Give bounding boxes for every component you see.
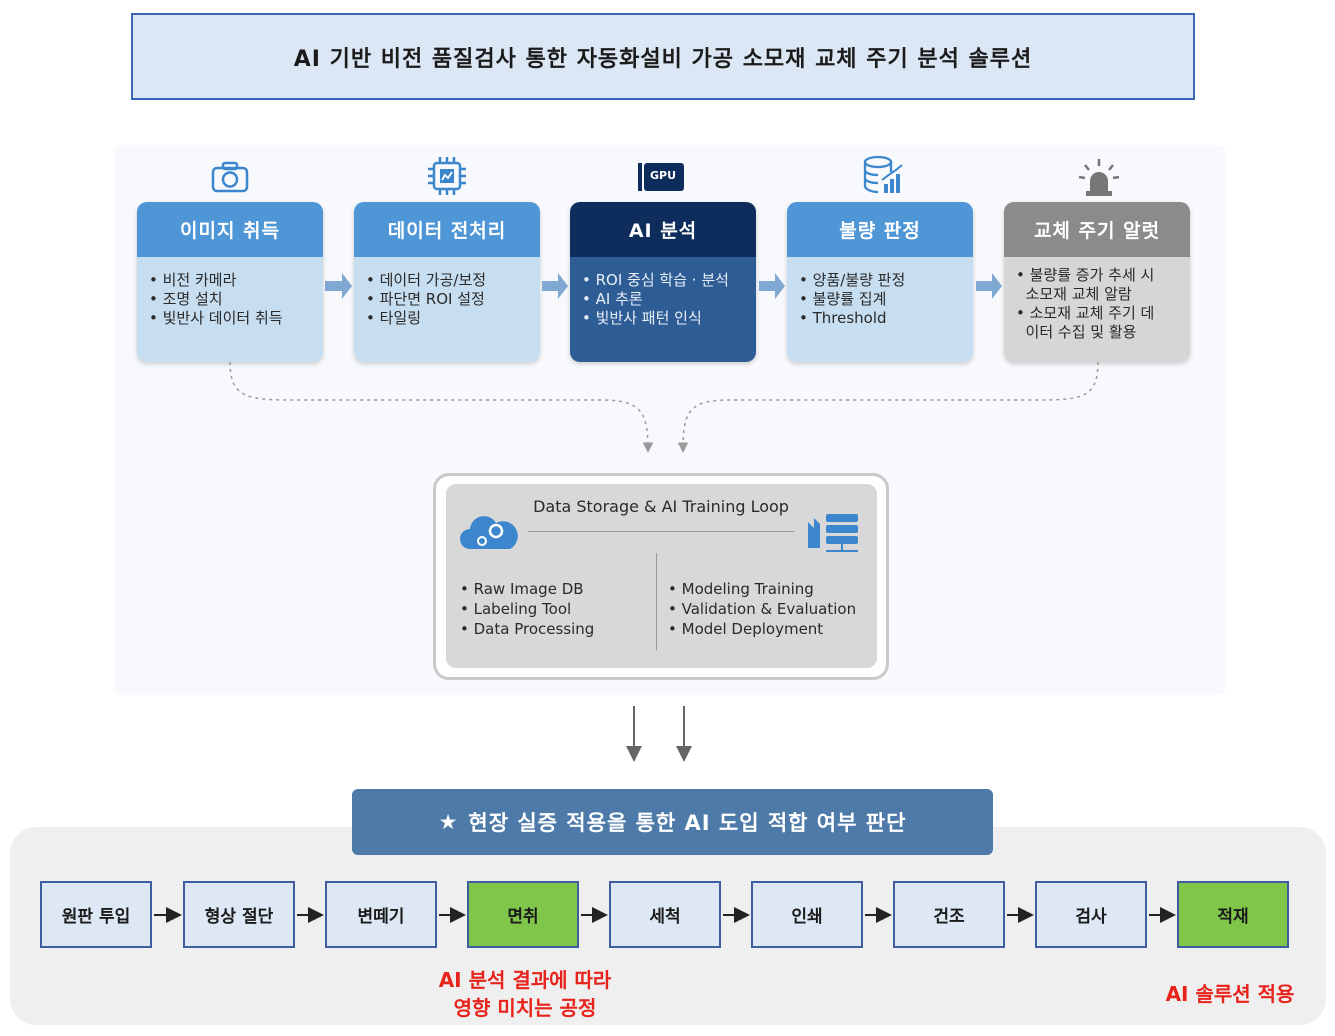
storage-item: Raw Image DB: [460, 579, 650, 599]
storage-item: Validation & Evaluation: [668, 599, 873, 619]
process-step-3: 변떼기: [325, 881, 437, 948]
step-image-acquisition: 이미지 취득 비전 카메라 조명 설치 빛반사 데이터 취득: [137, 202, 323, 362]
process-step-4: 면취: [467, 881, 579, 948]
arrow-icon: [759, 273, 785, 299]
page-title: AI 기반 비전 품질검사 통한 자동화설비 가공 소모재 교체 주기 분석 솔…: [131, 13, 1195, 100]
chip-icon: [424, 153, 470, 199]
cloud-gear-icon: [458, 509, 520, 557]
step-item: ROI 중심 학습 · 분석: [582, 271, 748, 290]
storage-item: Data Processing: [460, 619, 650, 639]
storage-right-list: Modeling Training Validation & Evaluatio…: [668, 579, 873, 639]
step-ai-analysis: AI 분석 ROI 중심 학습 · 분석 AI 추론 빛반사 패턴 인식: [570, 202, 756, 362]
step-item: 파단면 ROI 설정: [366, 290, 532, 309]
process-step-1: 원판 투입: [40, 881, 152, 948]
step-title: 불량 판정: [787, 202, 973, 257]
affected-note-line: AI 분석 결과에 따라: [438, 968, 612, 992]
gpu-icon-label: GPU: [650, 169, 677, 182]
process-step-7: 건조: [893, 881, 1005, 948]
step-item: 소모재 교체 알람: [1025, 285, 1132, 303]
step-item: AI 추론: [582, 290, 748, 309]
step-item: 빛반사 데이터 취득: [149, 309, 315, 328]
dotted-connector-left: [229, 361, 654, 453]
arrow-icon: [976, 273, 1002, 299]
affected-process-note: AI 분석 결과에 따라 영향 미치는 공정: [380, 966, 670, 1022]
storage-title: Data Storage & AI Training Loop: [533, 497, 789, 516]
step-title: 데이터 전처리: [354, 202, 540, 257]
camera-icon: [207, 155, 253, 201]
process-step-2: 형상 절단: [183, 881, 295, 948]
star-icon: ★: [438, 810, 459, 834]
step-preprocessing: 데이터 전처리 데이터 가공/보정 파단면 ROI 설정 타일링: [354, 202, 540, 362]
step-item: 양품/불량 판정: [799, 271, 965, 290]
storage-divider: [528, 531, 794, 532]
storage-item: Labeling Tool: [460, 599, 650, 619]
process-step-8: 검사: [1035, 881, 1147, 948]
storage-item: Model Deployment: [668, 619, 873, 639]
arrow-icon: [542, 273, 568, 299]
step-item: 이터 수집 및 활용: [1025, 323, 1137, 341]
step-title: 교체 주기 알럿: [1004, 202, 1190, 257]
decision-text: 현장 실증 적용을 통한 AI 도입 적합 여부 판단: [468, 811, 907, 835]
step-item: 소모재 교체 주기 데: [1016, 304, 1182, 323]
step-item: 빛반사 패턴 인식: [582, 309, 748, 328]
process-step-6: 인쇄: [751, 881, 863, 948]
step-item: Threshold: [799, 309, 965, 328]
step-item: 비전 카메라: [149, 271, 315, 290]
process-step-9: 적재: [1177, 881, 1289, 948]
affected-note-line: 영향 미치는 공정: [453, 996, 597, 1020]
step-item: 불량률 증가 추세 시: [1016, 266, 1182, 285]
step-title: AI 분석: [570, 202, 756, 257]
alarm-icon: [1076, 155, 1122, 201]
process-step-5: 세척: [609, 881, 721, 948]
solution-applied-note: AI 솔루션 적용: [1165, 982, 1295, 1006]
step-replacement-alert: 교체 주기 알럿 불량률 증가 추세 시 소모재 교체 알람 소모재 교체 주기…: [1004, 202, 1190, 362]
storage-left-list: Raw Image DB Labeling Tool Data Processi…: [460, 579, 650, 639]
step-title: 이미지 취득: [137, 202, 323, 257]
decision-banner: ★ 현장 실증 적용을 통한 AI 도입 적합 여부 판단: [352, 789, 993, 855]
gpu-icon: GPU: [638, 160, 686, 194]
step-item: 타일링: [366, 309, 532, 328]
step-item: 데이터 가공/보정: [366, 271, 532, 290]
server-icon: [806, 508, 862, 556]
step-arrows: [325, 273, 1002, 299]
database-chart-icon: [860, 152, 906, 198]
dotted-connector-right: [677, 361, 1099, 453]
arrow-icon: [325, 273, 352, 299]
storage-column-divider: [656, 553, 657, 650]
step-item: 조명 설치: [149, 290, 315, 309]
step-defect-judgement: 불량 판정 양품/불량 판정 불량률 집계 Threshold: [787, 202, 973, 362]
step-item: 불량률 집계: [799, 290, 965, 309]
storage-item: Modeling Training: [668, 579, 873, 599]
